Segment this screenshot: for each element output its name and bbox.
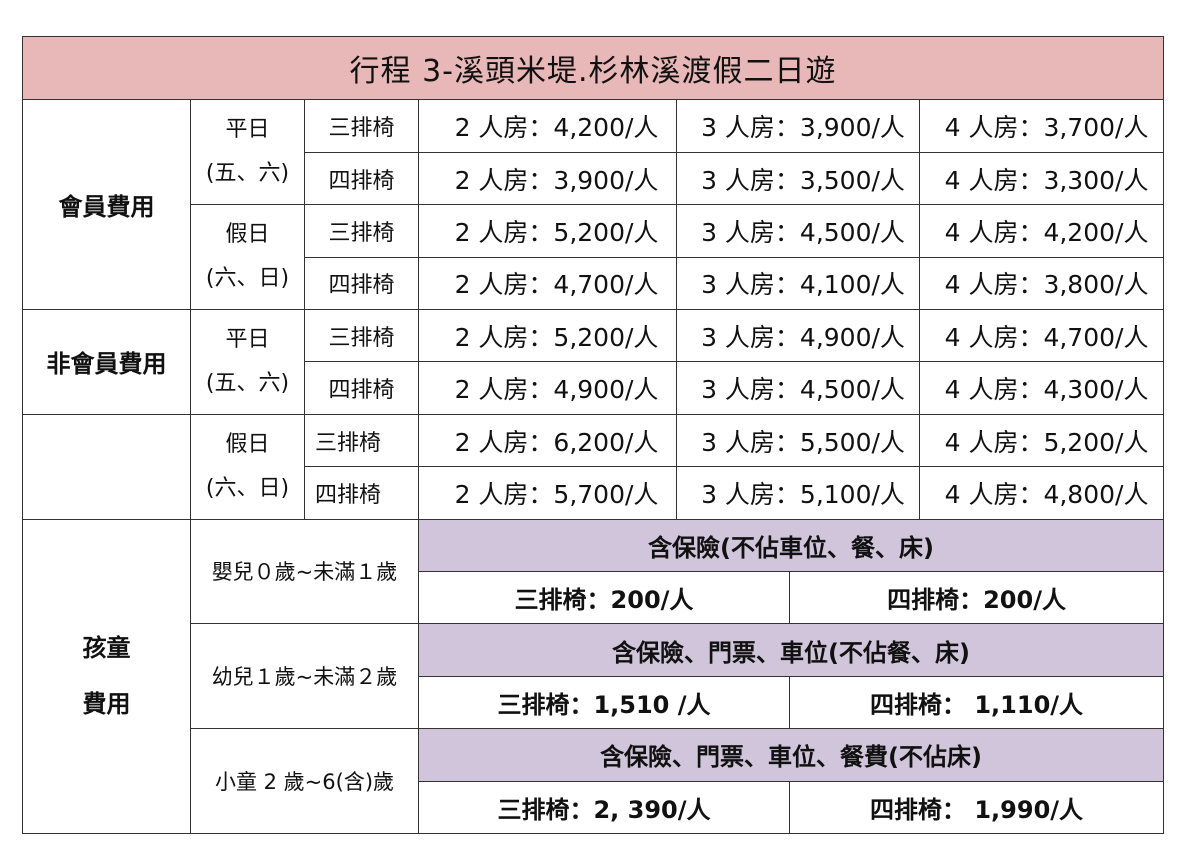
price-4-person: 4 人房：4,800/人 xyxy=(918,466,1165,520)
price-3-person: 3 人房：4,900/人 xyxy=(676,309,920,363)
price-3-person: 3 人房：4,100/人 xyxy=(676,256,920,311)
price-4-person: 4 人房：4,300/人 xyxy=(918,361,1165,415)
child-includes: 含保險、門票、車位、餐費(不佔床) xyxy=(417,728,1165,782)
price-3-person: 3 人房：5,500/人 xyxy=(676,413,920,468)
period-line: (六、日) xyxy=(205,266,290,292)
period-line: 平日 xyxy=(225,117,270,143)
child-price-four-seat: 四排椅： 1,110/人 xyxy=(788,675,1165,730)
price-2-person: 2 人房：4,900/人 xyxy=(418,361,677,415)
price-2-person: 2 人房：5,700/人 xyxy=(418,466,677,520)
child-price-four-seat: 四排椅： 1,990/人 xyxy=(788,780,1165,835)
seat-type: 三排椅 xyxy=(304,204,419,258)
period-weekday-nonmember: 平日 (五、六) xyxy=(190,309,305,415)
nonmember-fee-label: 非會員費用 xyxy=(22,309,191,415)
child-age-range: 小童 2 歲~6(含)歲 xyxy=(190,728,419,834)
seat-type: 四排椅 xyxy=(304,466,419,520)
seat-type: 四排椅 xyxy=(304,151,419,206)
price-3-person: 3 人房：4,500/人 xyxy=(676,361,920,415)
period-line: 假日 xyxy=(225,222,270,248)
seat-type: 四排椅 xyxy=(304,361,419,415)
period-line: (六、日) xyxy=(205,475,290,501)
price-2-person: 2 人房：3,900/人 xyxy=(418,151,677,206)
period-line: 假日 xyxy=(225,431,270,457)
child-price-three-seat: 三排椅：1,510 /人 xyxy=(418,675,790,730)
child-price-four-seat: 四排椅：200/人 xyxy=(788,570,1165,625)
price-2-person: 2 人房：4,700/人 xyxy=(418,256,677,311)
price-table: 行程 3-溪頭米堤.杉林溪渡假二日遊 會員費用 平日 (五、六) 三排椅 2 人… xyxy=(21,35,1165,835)
price-2-person: 2 人房：6,200/人 xyxy=(418,413,677,468)
price-4-person: 4 人房：5,200/人 xyxy=(918,413,1165,468)
price-2-person: 2 人房：5,200/人 xyxy=(418,309,677,363)
price-2-person: 2 人房：4,200/人 xyxy=(418,99,677,153)
price-4-person: 4 人房：4,700/人 xyxy=(918,309,1165,363)
period-weekday-member: 平日 (五、六) xyxy=(190,99,305,206)
price-3-person: 3 人房：5,100/人 xyxy=(676,466,920,520)
price-4-person: 4 人房：3,800/人 xyxy=(918,256,1165,311)
period-line: (五、六) xyxy=(205,161,290,187)
price-4-person: 4 人房：3,300/人 xyxy=(918,151,1165,206)
seat-type: 三排椅 xyxy=(304,99,419,153)
child-includes: 含保險(不佔車位、餐、床) xyxy=(417,518,1165,572)
price-3-person: 3 人房：4,500/人 xyxy=(676,204,920,258)
price-4-person: 4 人房：3,700/人 xyxy=(918,99,1165,153)
period-holiday-member: 假日 (六、日) xyxy=(190,204,305,311)
price-3-person: 3 人房：3,900/人 xyxy=(676,99,920,153)
child-fee-label: 孩童 費用 xyxy=(22,518,191,835)
period-holiday-nonmember: 假日 (六、日) xyxy=(190,413,305,520)
price-3-person: 3 人房：3,500/人 xyxy=(676,151,920,206)
child-fee-line: 孩童 xyxy=(82,634,131,663)
child-fee-line: 費用 xyxy=(82,690,131,719)
empty-group-cell xyxy=(22,413,191,520)
period-line: (五、六) xyxy=(205,370,290,396)
child-age-range: 嬰兒０歲~未滿１歲 xyxy=(190,518,419,625)
seat-type: 三排椅 xyxy=(304,309,419,363)
seat-type: 四排椅 xyxy=(304,256,419,311)
seat-type: 三排椅 xyxy=(304,413,419,468)
child-age-range: 幼兒１歲~未滿２歲 xyxy=(190,623,419,730)
child-includes: 含保險、門票、車位(不佔餐、床) xyxy=(417,623,1165,677)
member-fee-label: 會員費用 xyxy=(22,99,191,311)
price-4-person: 4 人房：4,200/人 xyxy=(918,204,1165,258)
price-2-person: 2 人房：5,200/人 xyxy=(418,204,677,258)
child-price-three-seat: 三排椅：2, 390/人 xyxy=(418,780,790,835)
period-line: 平日 xyxy=(225,326,270,352)
page-title: 行程 3-溪頭米堤.杉林溪渡假二日遊 xyxy=(21,35,1165,101)
child-price-three-seat: 三排椅：200/人 xyxy=(418,570,790,625)
